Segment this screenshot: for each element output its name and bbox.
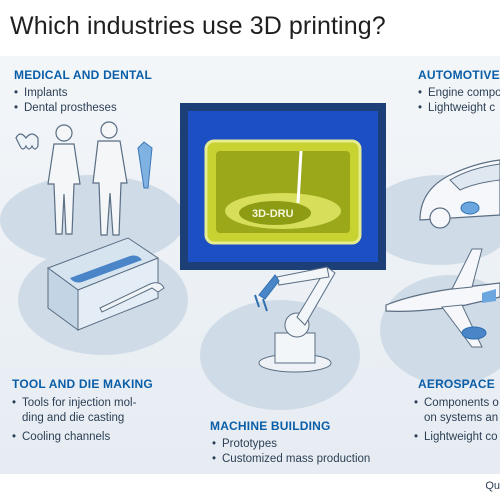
list-item: Customized mass production	[212, 452, 370, 467]
robot-arm-illustration	[254, 266, 336, 373]
list-item: Lightweight co	[414, 430, 500, 445]
printer-label: 3D-DRU	[252, 208, 294, 220]
list-item: Cooling channels	[12, 430, 147, 445]
tool-heading: TOOL AND DIE MAKING	[12, 377, 153, 391]
page-title: Which industries use 3D printing?	[10, 12, 386, 40]
airplane-illustration	[385, 248, 500, 348]
aerospace-heading: AEROSPACE	[418, 377, 495, 391]
list-item: Components o on systems an	[414, 396, 500, 426]
tool-list: Tools for injection mol-ding and die cas…	[12, 396, 147, 445]
footer-text: Qu	[485, 480, 500, 492]
automotive-heading: AUTOMOTIVE	[418, 68, 500, 82]
list-item: Dental prostheses	[14, 101, 117, 116]
list-item: Tools for injection mol-ding and die cas…	[12, 396, 147, 426]
aerospace-list: Components o on systems an Lightweight c…	[414, 396, 500, 445]
list-item: Lightweight c	[418, 101, 500, 116]
medical-list: Implants Dental prostheses	[14, 86, 117, 116]
automotive-list: Engine compo Lightweight c	[418, 86, 500, 116]
machine-list: Prototypes Customized mass production	[212, 437, 370, 467]
car-illustration	[419, 159, 500, 229]
list-item: Prototypes	[212, 437, 370, 452]
tool-illustration	[46, 237, 165, 331]
machine-heading: MACHINE BUILDING	[210, 419, 331, 433]
list-item: Engine compo	[418, 86, 500, 101]
medical-heading: MEDICAL AND DENTAL	[14, 68, 153, 82]
list-item: Implants	[14, 86, 117, 101]
human-figures-illustration	[15, 121, 153, 236]
printer-illustration: 3D-DRU	[180, 103, 386, 270]
